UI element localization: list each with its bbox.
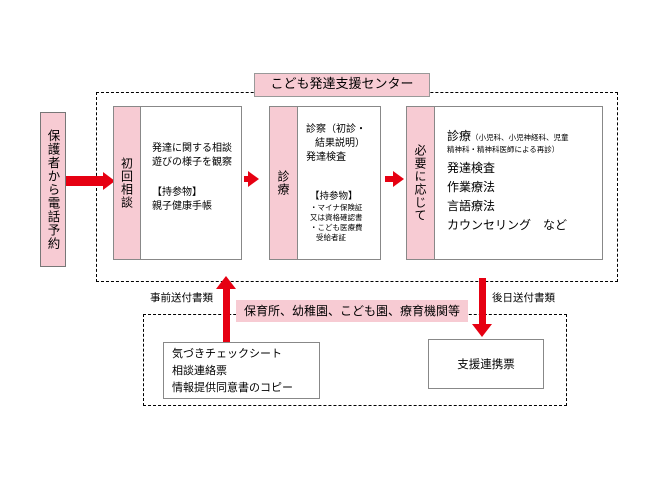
support-box: 支援連携票	[428, 339, 544, 389]
step3-title: 診療	[447, 129, 472, 143]
step2-bring3: ・こども医療費	[310, 223, 363, 232]
step1-box: 初回相談 発達に関する相談 遊びの様子を観察 【持参物】 親子健康手帳	[113, 106, 242, 260]
step1-bring1: 親子健康手帳	[152, 201, 212, 212]
step2-bring4: 受給者証	[316, 233, 346, 242]
arrow-post-head	[472, 324, 492, 337]
parent-box: 保護者から電話予約	[40, 112, 66, 267]
support-label: 支援連携票	[457, 357, 515, 371]
documents-box: 気づきチェックシート 相談連絡票 情報提供同意書のコピー	[163, 342, 320, 399]
document-item: 情報提供同意書のコピー	[172, 381, 293, 394]
pre-label: 事前送付書類	[150, 292, 213, 304]
step2-bring-head: 【持参物】	[310, 191, 358, 202]
step3-box: 必要に応じて 診療（小児科、小児神経科、児童 精神科・精神科医師による再診） 発…	[406, 106, 603, 260]
step1-line1: 発達に関する相談	[152, 143, 232, 154]
step1-head: 初回相談	[114, 107, 141, 259]
arrow-pre-shaft	[223, 286, 230, 343]
step2-line2: 結果説明）	[315, 138, 365, 149]
arrow-post-shaft	[479, 278, 486, 326]
step2-line3: 発達検査	[306, 152, 346, 163]
arrow-parent-shaft	[66, 176, 104, 186]
step2-bring2: 又は資格確認書	[310, 213, 363, 222]
parent-text: 保護者から電話予約	[45, 128, 61, 251]
step3-item4: カウンセリング など	[447, 218, 568, 232]
step3-note2: 精神科・精神科医師による再診）	[447, 145, 560, 154]
step3-note1: （小児科、小児神経科、児童	[471, 133, 569, 142]
center-label: こども発達支援センター	[254, 73, 430, 97]
step2-bring1: ・マイナ保険証	[310, 203, 363, 212]
step2-box: 診療 診察（初診・ 結果説明） 発達検査 【持参物】 ・マイナ保険証 又は資格確…	[269, 106, 381, 260]
step2-head: 診療	[270, 107, 298, 259]
institutions-label: 保育所、幼稚園、こども園、療育機関等	[236, 300, 468, 322]
document-item: 相談連絡票	[172, 364, 227, 377]
step3-head-text: 必要に応じて	[413, 144, 427, 222]
arrow-step1-head	[248, 171, 259, 187]
step3-item1: 発達検査	[447, 161, 496, 175]
step1-bring-head: 【持参物】	[152, 187, 202, 198]
arrow-parent-head	[103, 172, 115, 190]
post-label: 後日送付書類	[492, 292, 555, 304]
step1-line2: 遊びの様子を観察	[152, 157, 232, 168]
arrow-step2-shaft	[385, 176, 395, 182]
step3-item2: 作業療法	[447, 180, 496, 194]
arrow-step2-head	[393, 171, 404, 187]
arrow-step1-shaft	[244, 176, 250, 182]
arrow-pre-head	[216, 276, 236, 289]
step2-head-text: 診療	[276, 170, 290, 196]
document-item: 気づきチェックシート	[172, 347, 282, 360]
step1-head-text: 初回相談	[119, 157, 134, 209]
step2-line1: 診察（初診・	[306, 124, 366, 135]
step3-head: 必要に応じて	[407, 107, 435, 259]
step3-item3: 言語療法	[447, 199, 496, 213]
